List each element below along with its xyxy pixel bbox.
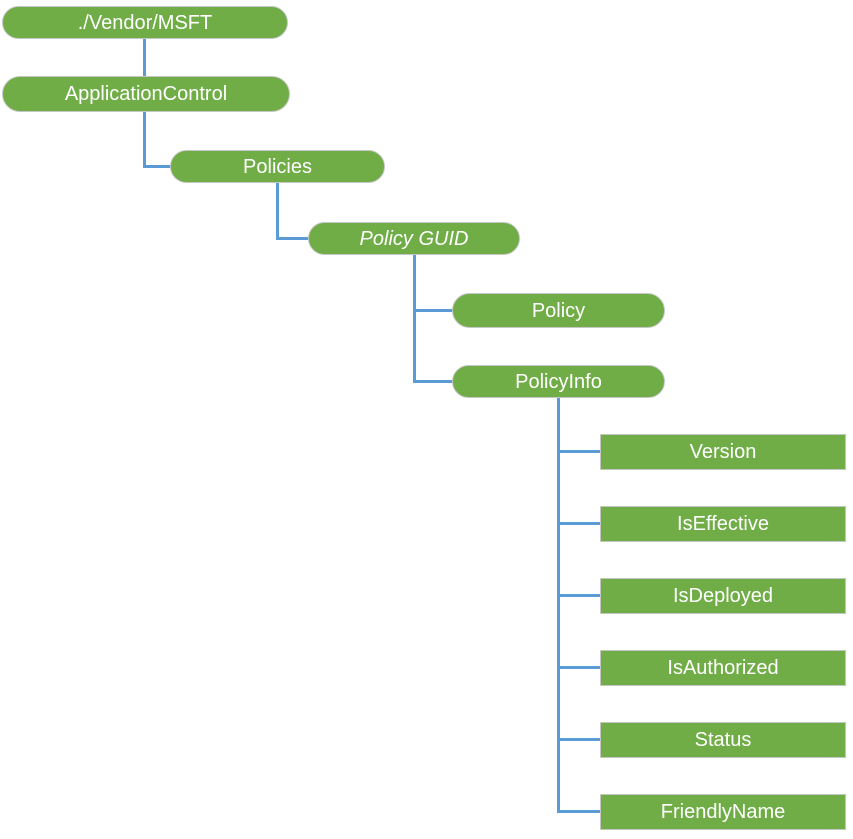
connector-elbow-status <box>557 738 601 741</box>
node-version: Version <box>600 434 846 470</box>
node-policy-info: PolicyInfo <box>452 365 665 398</box>
connector-vendor-to-applicationcontrol <box>143 39 146 77</box>
connector-policies-trunk <box>276 183 279 240</box>
node-friendly-name: FriendlyName <box>600 794 846 830</box>
node-policy: Policy <box>452 293 665 328</box>
node-policy-guid: Policy GUID <box>308 222 520 255</box>
node-is-effective: IsEffective <box>600 506 846 542</box>
connector-elbow-policy <box>413 309 453 312</box>
node-policies: Policies <box>170 150 385 183</box>
connector-elbow-version <box>557 450 601 453</box>
connector-elbow-is-deployed <box>557 594 601 597</box>
connector-applicationcontrol-trunk <box>143 112 146 168</box>
node-vendor-msft: ./Vendor/MSFT <box>2 6 288 39</box>
node-is-deployed: IsDeployed <box>600 578 846 614</box>
connector-elbow-is-authorized <box>557 666 601 669</box>
connector-policy-info-trunk <box>557 398 560 813</box>
node-application-control: ApplicationControl <box>2 76 290 112</box>
connector-elbow-policies <box>143 165 171 168</box>
node-status: Status <box>600 722 846 758</box>
connector-policy-guid-trunk <box>413 255 416 383</box>
connector-elbow-policy-guid <box>276 237 309 240</box>
node-is-authorized: IsAuthorized <box>600 650 846 686</box>
connector-elbow-friendly-name <box>557 810 601 813</box>
connector-elbow-is-effective <box>557 522 601 525</box>
connector-elbow-policy-info <box>413 380 453 383</box>
